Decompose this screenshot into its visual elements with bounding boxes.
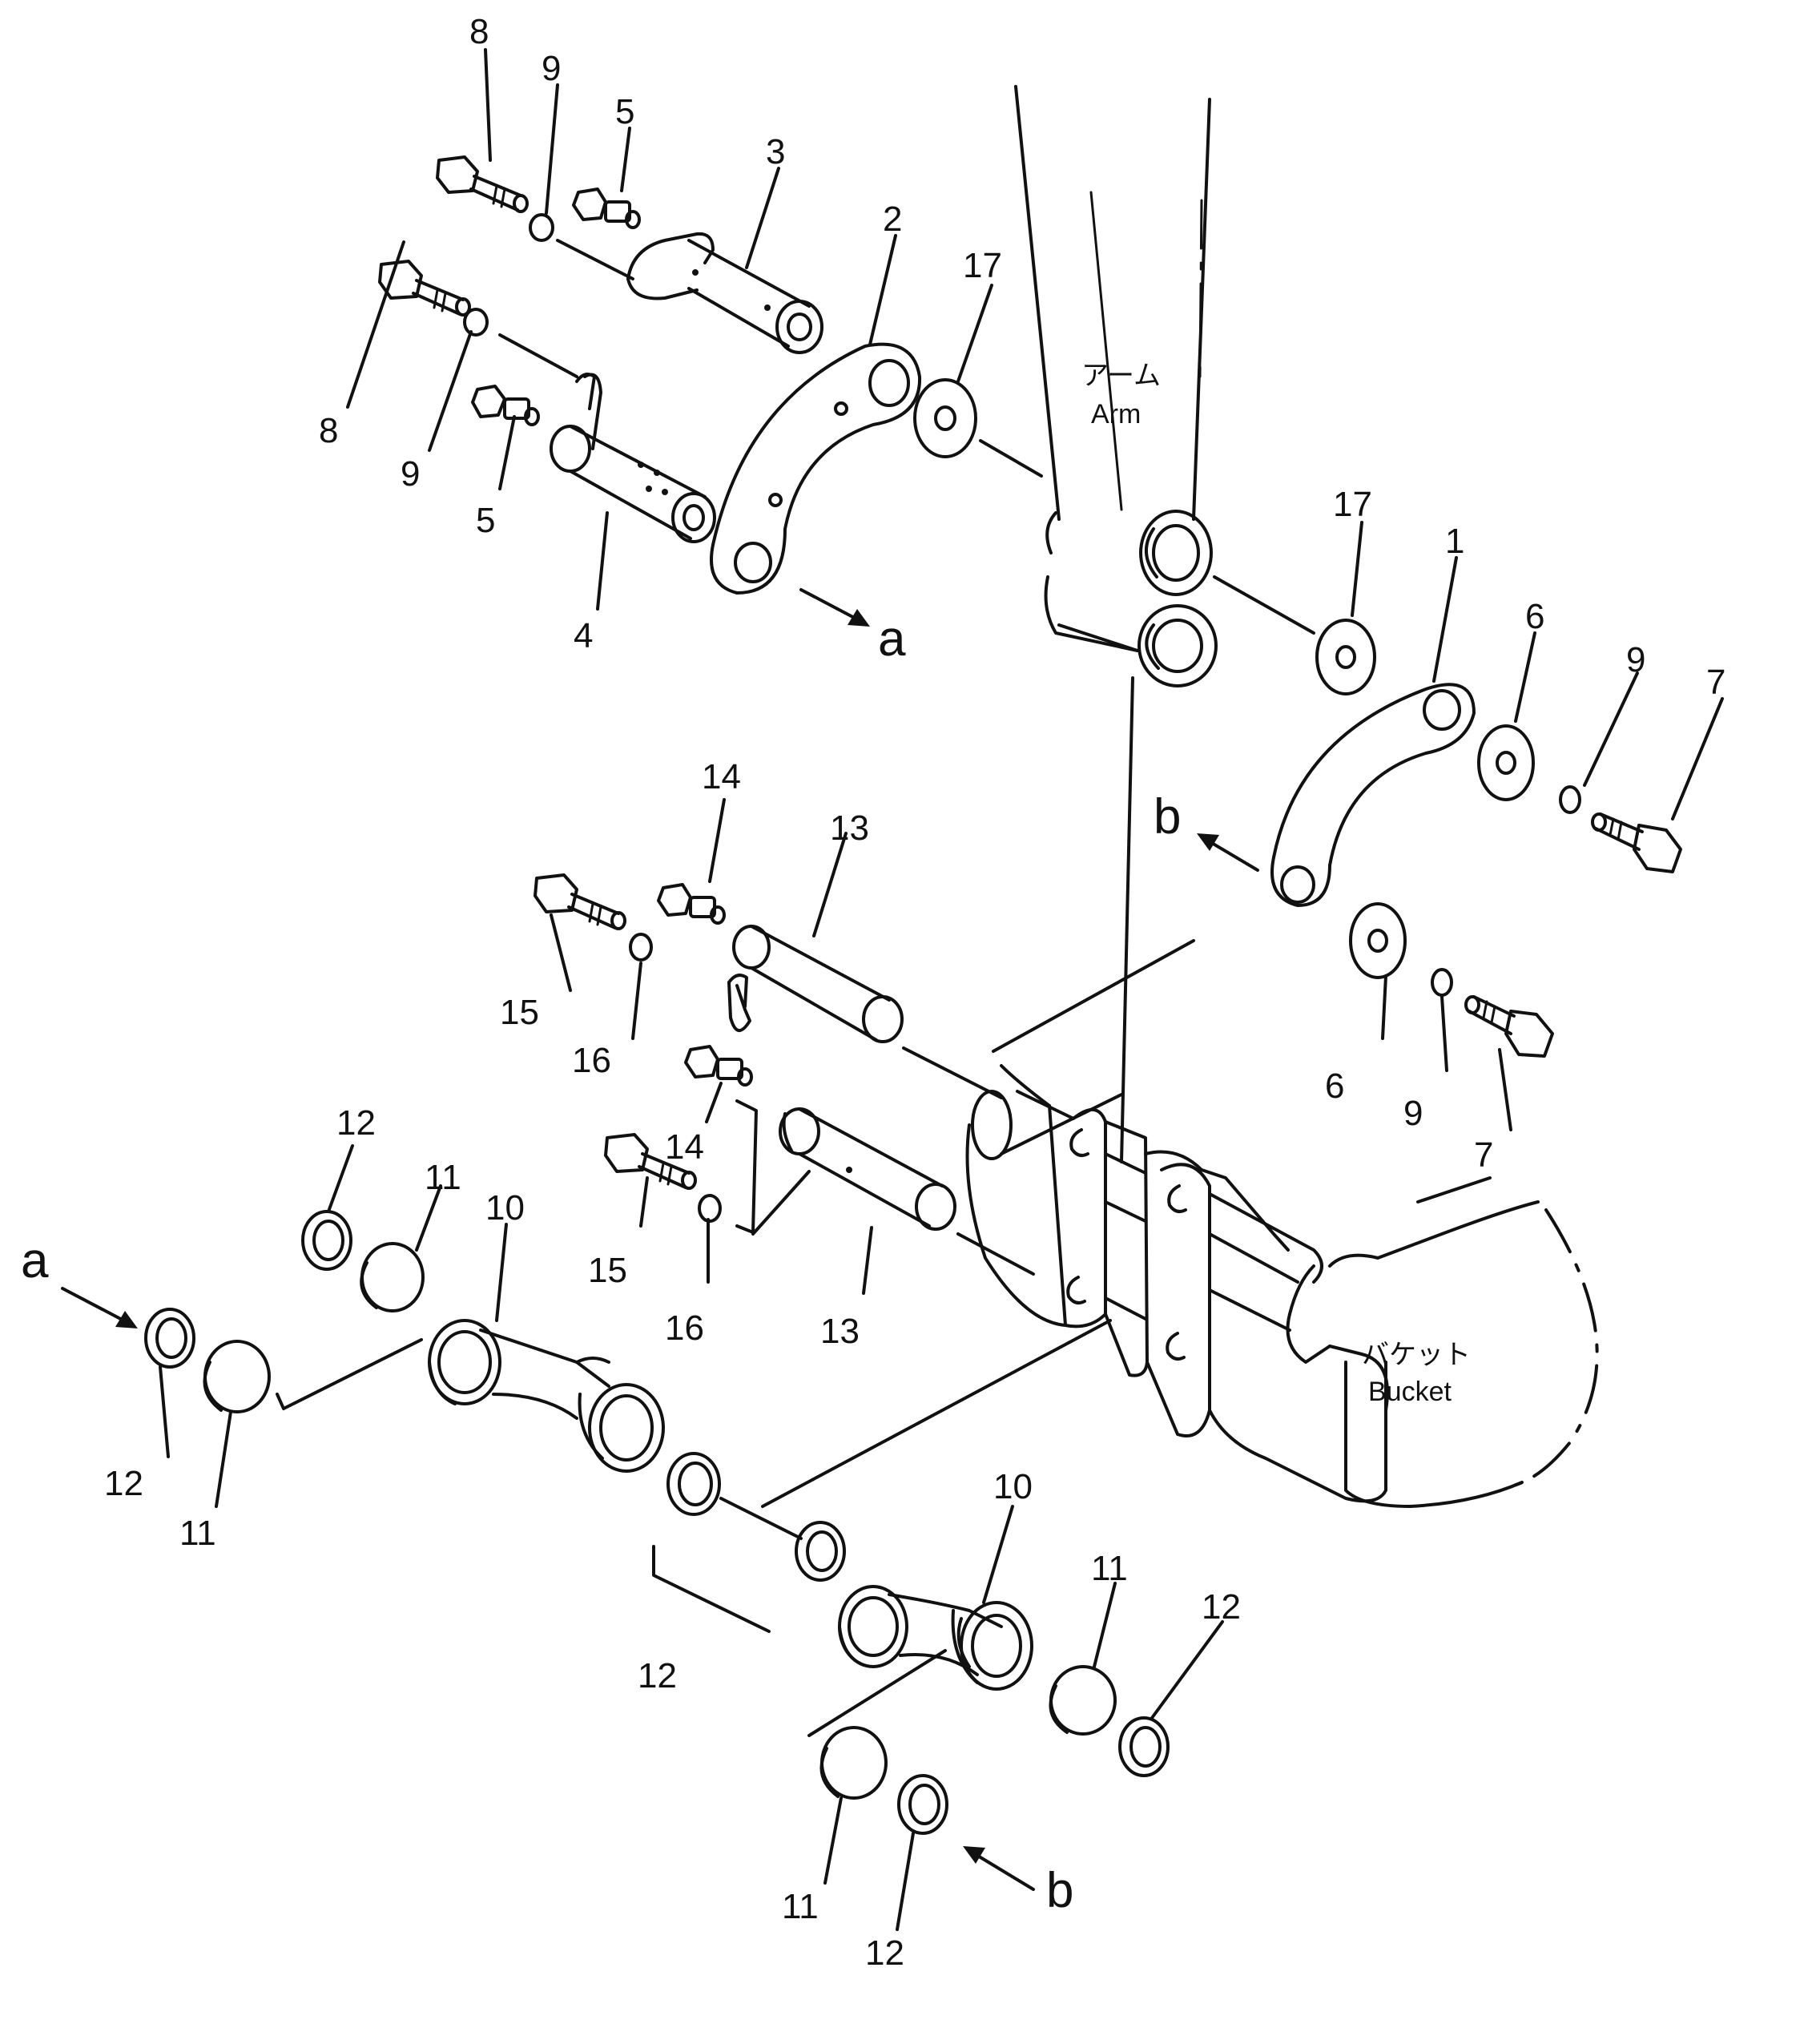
bolt-part-15-upper (534, 873, 626, 930)
bucket-label-jp: バケット (1362, 1340, 1471, 1370)
seal-part-12-bottom (897, 1774, 948, 1835)
bushing-part-11-right (1049, 1665, 1117, 1736)
callout-10: 10 (485, 1188, 525, 1228)
washer-part-9-upper (529, 213, 554, 242)
ref-arrow-a-upper (799, 588, 870, 627)
bolt-part-8-upper (436, 155, 529, 213)
leader-lines (159, 48, 1724, 1931)
washer-part-9-right-lower (1431, 968, 1453, 997)
washer-part-16-upper (629, 933, 653, 962)
callout-4: 4 (574, 616, 593, 655)
seal-part-12-right (1118, 1716, 1170, 1777)
callout-9: 9 (401, 454, 420, 494)
pin-part-3 (626, 232, 823, 354)
callout-7: 7 (1474, 1135, 1493, 1175)
link-part-10-right (838, 1585, 1033, 1691)
bucket-label-en: Bucket (1368, 1377, 1452, 1407)
seal-part-12-upper (301, 1210, 352, 1271)
pin-part-13-lower (779, 1107, 956, 1231)
callout-8: 8 (319, 411, 338, 450)
arm-boss-lower (1138, 604, 1218, 687)
arm-label-en: Arm (1091, 399, 1141, 429)
callout-12: 12 (336, 1103, 376, 1143)
bushing-part-11-bottom (819, 1726, 888, 1800)
callout-11: 11 (179, 1514, 216, 1553)
washer-part-6-upper (1477, 724, 1535, 801)
bolt-part-7-lower (1464, 995, 1554, 1058)
callout-15: 15 (588, 1251, 627, 1290)
seal-part-12-middle-b (795, 1521, 846, 1582)
washer-part-9-right-upper (1559, 785, 1581, 814)
callout-9: 9 (1403, 1094, 1423, 1133)
callout-6: 6 (1325, 1066, 1344, 1106)
callout-3: 3 (766, 132, 785, 171)
callout-9: 9 (542, 49, 561, 88)
bolt-part-7-upper (1591, 812, 1682, 873)
washer-part-9-middle (463, 308, 489, 337)
link-plate-part-1 (1270, 683, 1476, 907)
callout-16: 16 (572, 1041, 611, 1080)
ref-arrow-a-left (61, 1287, 138, 1329)
callout-12: 12 (104, 1464, 143, 1503)
ref-letter-b: b (1154, 789, 1181, 845)
callout-16: 16 (665, 1308, 704, 1348)
assembly-lines (276, 239, 1492, 1737)
callout-11: 11 (425, 1158, 461, 1197)
callout-13: 13 (820, 1312, 860, 1351)
callout-5: 5 (476, 501, 495, 540)
callout-14: 14 (702, 757, 741, 796)
ref-letter-a: a (878, 611, 906, 667)
callout-1: 1 (1445, 522, 1464, 561)
callout-17: 17 (1333, 485, 1372, 524)
ref-arrow-b-bottom (963, 1846, 1035, 1891)
callout-11: 11 (782, 1887, 819, 1926)
washer-part-17-upper (913, 378, 977, 458)
callout-10: 10 (993, 1467, 1033, 1506)
seal-part-12-left (144, 1308, 195, 1369)
arm-boss-upper (1139, 510, 1213, 596)
arm-label-jp: アーム (1081, 361, 1161, 391)
washer-part-17-right (1315, 619, 1376, 695)
bushing-part-11-upper (360, 1242, 425, 1312)
callout-12: 12 (865, 1933, 904, 1973)
callout-8: 8 (469, 12, 489, 51)
washer-part-16-lower (698, 1194, 722, 1223)
ref-letter-a: a (21, 1233, 49, 1288)
callout-17: 17 (963, 246, 1002, 285)
ref-arrow-b-right (1197, 833, 1259, 872)
ref-letters: a b a b (21, 611, 1181, 1918)
callout-11: 11 (1091, 1549, 1128, 1588)
bolt-part-8-middle (378, 260, 471, 317)
callout-5: 5 (615, 92, 634, 131)
callout-13: 13 (830, 808, 869, 848)
grease-fitting-part-14-lower (684, 1045, 753, 1087)
callout-2: 2 (883, 200, 902, 239)
bolt-part-15-lower (604, 1133, 697, 1190)
grease-fitting-part-5-upper (572, 187, 641, 229)
callout-7: 7 (1706, 663, 1725, 702)
bushing-part-11-left (203, 1340, 271, 1413)
washer-part-6-lower (1349, 902, 1407, 979)
callout-15: 15 (500, 993, 539, 1032)
bucket-outline (965, 1064, 1599, 1508)
seal-part-12-middle-a (666, 1452, 721, 1516)
callouts: 8 9 5 3 2 17 8 9 5 4 17 1 6 9 7 14 13 15… (104, 12, 1725, 1973)
arm-outline (1014, 85, 1211, 652)
callout-9: 9 (1626, 640, 1645, 679)
grease-fitting-part-5-middle (471, 385, 540, 426)
link-part-10-left (428, 1319, 665, 1473)
pin-part-13-upper (727, 925, 904, 1043)
grease-fitting-part-14-upper (657, 883, 726, 925)
pin-part-4 (550, 373, 716, 543)
callout-12: 12 (1202, 1587, 1241, 1627)
ref-letter-b: b (1046, 1863, 1073, 1918)
callout-6: 6 (1525, 597, 1544, 636)
callout-14: 14 (665, 1127, 704, 1167)
callout-12: 12 (638, 1656, 677, 1695)
link-plate-part-2 (710, 342, 922, 595)
